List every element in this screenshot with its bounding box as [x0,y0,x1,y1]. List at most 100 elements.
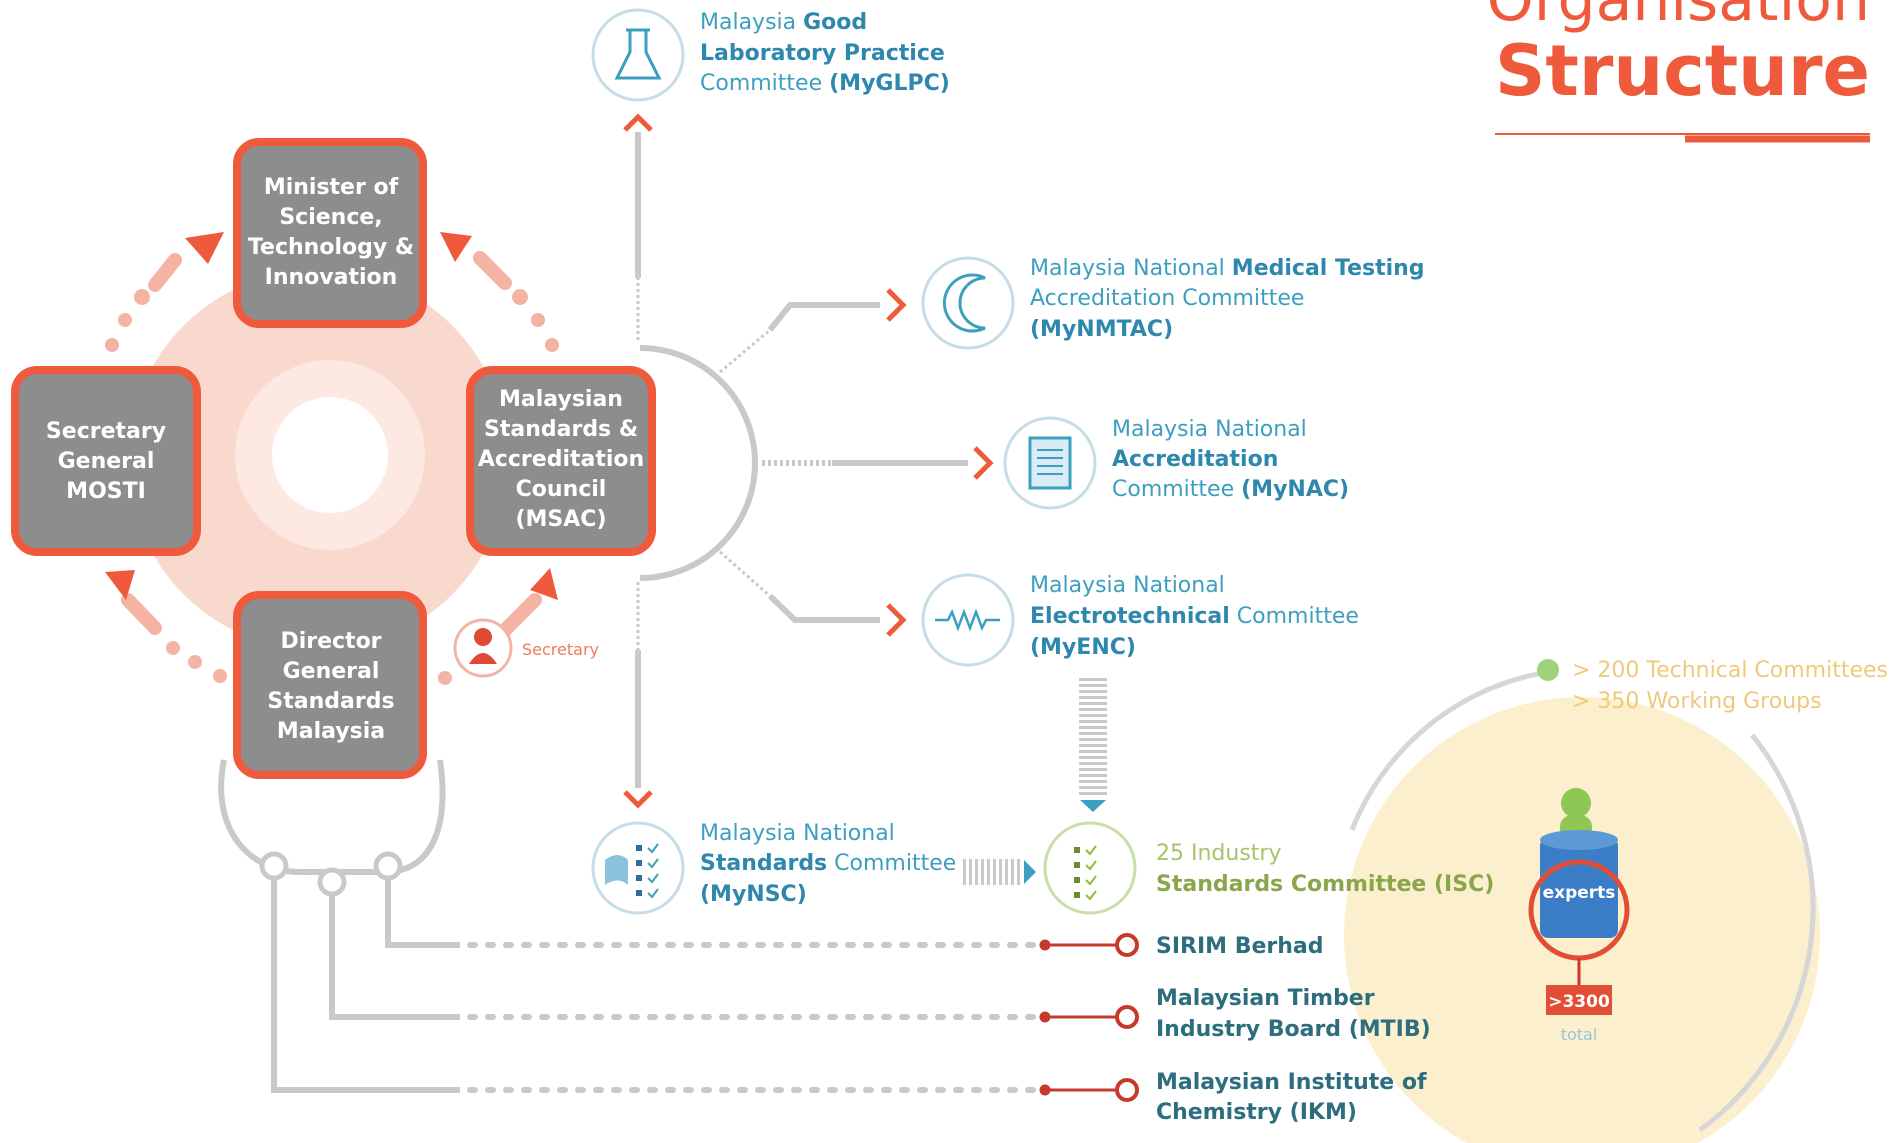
myenc-icon [921,573,1015,667]
arrow-mynsc-to-isc [1024,860,1036,884]
technical-committees-count: > 200 Technical Committees [1572,658,1888,683]
sirim-line-1: SIRIM Berhad [1156,934,1324,959]
msac-connectors [623,113,994,809]
mynmtac-line-2: Accreditation Committee [1030,286,1304,311]
hub-inner-circle [272,397,388,513]
mynsc-icon [591,821,685,915]
mynac-line-2: Accreditation [1112,447,1278,472]
minister-box[interactable]: Minister of Science, Technology & Innova… [233,138,427,328]
isc-line-1: 25 Industry [1156,841,1281,866]
mynmtac-icon [921,256,1015,350]
director-general-line-4: Malaysia [277,719,385,744]
experts-count: >3300 [1548,992,1610,1012]
myenc-label[interactable]: Malaysia National Electrotechnical Commi… [1030,573,1359,660]
arrow-to-mynac [973,446,994,480]
secretary-general-line-1: Secretary [46,419,166,444]
arrow-down-to-mynsc [623,790,653,809]
svg-text:Malaysia National Medical Test: Malaysia National Medical Testing [1030,256,1425,281]
isc-line-2: Standards Committee (ISC) [1156,872,1494,897]
minister-line-1: Minister of [264,175,399,200]
mtib-label[interactable]: Malaysian Timber Industry Board (MTIB) [1156,986,1431,1042]
ikm-line-1: Malaysian Institute of [1156,1070,1427,1095]
msac-line-1: Malaysian [499,387,623,412]
title-line-1: Organisation [1487,0,1870,35]
director-general-box[interactable]: Director General Standards Malaysia [233,591,427,779]
minister-line-2: Science, [279,205,382,230]
working-groups-count: > 350 Working Groups [1572,689,1822,714]
checklist-green-icon [1085,845,1097,901]
msac-line-2: Standards & [484,417,638,442]
organization-markers [1039,933,1139,1102]
secretary-marker: Secretary [453,618,599,678]
mtib-line-1: Malaysian Timber [1156,986,1375,1011]
mynmtac-label[interactable]: Malaysia National Medical Testing Accred… [1030,256,1425,342]
crescent-icon [942,273,986,333]
isc-icon [1043,821,1137,915]
mynsc-label[interactable]: Malaysia National Standards Committee (M… [700,821,956,907]
svg-text:Committee (MyNAC): Committee (MyNAC) [1112,477,1349,502]
person-icon [474,628,492,646]
mtib-line-2: Industry Board (MTIB) [1156,1017,1431,1042]
msac-arc [639,345,758,581]
secretary-label: Secretary [522,640,599,659]
experts-total-label: total [1561,1025,1598,1044]
director-arc [218,759,446,875]
mynmtac-line-3: (MyNMTAC) [1030,317,1173,342]
ikm-label[interactable]: Malaysian Institute of Chemistry (IKM) [1156,1070,1427,1125]
technical-bullet-icon [1537,659,1559,681]
msac-line-4: Council [516,477,607,502]
svg-text:Malaysia Good: Malaysia Good [700,10,867,35]
secretary-general-line-3: MOSTI [66,479,146,504]
sirim-label[interactable]: SIRIM Berhad [1156,934,1324,959]
checklist-icon [647,843,659,899]
arrow-up-to-myglpc [623,113,653,132]
arrow-head-bottom-right [530,568,558,600]
technical-arc-top [1349,669,1549,831]
myenc-line-1: Malaysia National [1030,573,1225,598]
arrow-myenc-to-isc [1080,800,1106,812]
flag-icon [605,855,628,885]
arrow-to-mynmtac [886,288,907,322]
minister-line-3: Technology & [248,235,414,260]
experts-icon: experts >3300 total [1528,788,1630,1044]
title-line-2: Structure [1495,30,1870,112]
mynac-icon [1003,416,1097,510]
ikm-line-2: Chemistry (IKM) [1156,1100,1357,1125]
svg-text:Standards Committee: Standards Committee [700,851,956,876]
myglpc-label[interactable]: Malaysia Good Laboratory Practice Commit… [700,10,950,96]
myglpc-line-2: Laboratory Practice [700,41,945,66]
director-general-line-3: Standards [267,689,394,714]
director-general-line-1: Director [280,629,381,654]
arrow-head-bottom-left [105,570,135,600]
msac-line-5: (MSAC) [515,507,606,532]
arrow-head-top-right [440,232,472,262]
msac-box[interactable]: Malaysian Standards & Accreditation Coun… [466,366,656,556]
svg-text:Committee (MyGLPC): Committee (MyGLPC) [700,71,950,96]
arrow-to-myenc [886,603,907,637]
secretary-icon-ring [453,618,513,678]
msac-line-3: Accreditation [478,447,644,472]
director-general-line-2: General [283,659,380,684]
svg-text:Electrotechnical Committee: Electrotechnical Committee [1030,604,1359,629]
resistor-icon [935,608,1000,632]
committee-links [963,678,1107,885]
secretary-general-line-2: General [58,449,155,474]
experts-label: experts [1543,883,1616,903]
minister-line-4: Innovation [265,265,398,290]
arrow-head-top-left [185,232,224,264]
director-connectors [218,759,1043,1093]
myglpc-icon [591,8,685,102]
secretary-general-box[interactable]: Secretary General MOSTI [11,366,201,556]
mynac-line-1: Malaysia National [1112,417,1307,442]
isc-label[interactable]: 25 Industry Standards Committee (ISC) [1156,841,1494,897]
page-title: Organisation Structure [1487,0,1870,143]
myenc-line-3: (MyENC) [1030,635,1136,660]
technical-committees-group: > 200 Technical Committees > 350 Working… [1344,658,1888,1143]
technical-arc-right [1698,733,1816,1133]
council-hub [128,270,508,650]
mynac-label[interactable]: Malaysia National Accreditation Committe… [1112,417,1349,502]
mynsc-line-1: Malaysia National [700,821,895,846]
document-icon [1028,436,1072,490]
cycle-arrows [105,232,559,685]
